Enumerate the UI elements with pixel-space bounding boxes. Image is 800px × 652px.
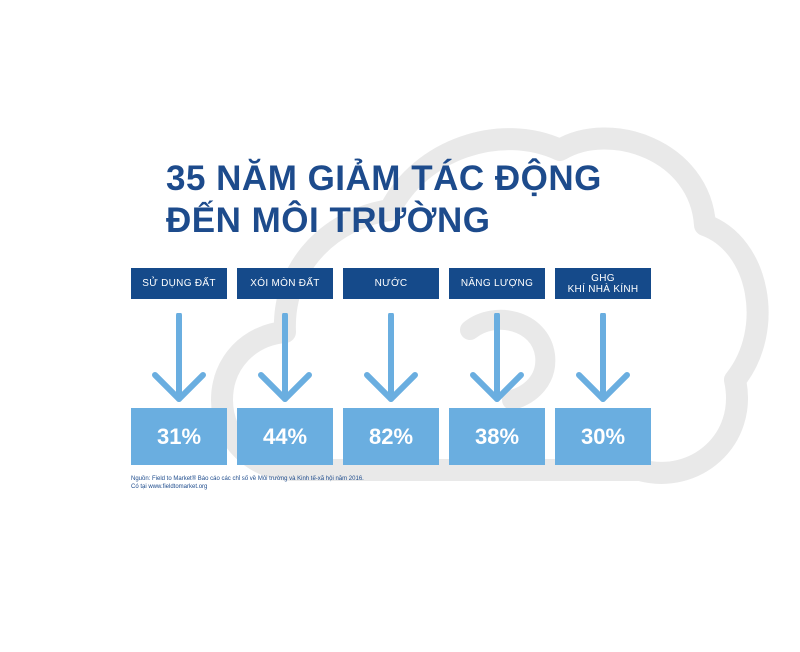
category-header-land-use: SỬ DỤNG ĐẤT: [131, 268, 227, 299]
category-header-soil-erosion: XÓI MÒN ĐẤT: [237, 268, 333, 299]
category-label: XÓI MÒN ĐẤT: [250, 278, 320, 289]
source-note: Nguồn: Field to Market® Báo cáo các chỉ …: [131, 475, 364, 491]
down-arrow-icon: [364, 313, 418, 402]
value-box-ghg: 30%: [555, 408, 651, 465]
down-arrow-icon: [152, 313, 206, 402]
category-header-water: NƯỚC: [343, 268, 439, 299]
source-line-2: Có tại www.fieldtomarket.org: [131, 484, 208, 490]
down-arrow-icon: [470, 313, 524, 402]
source-line-1: Nguồn: Field to Market® Báo cáo các chỉ …: [131, 476, 364, 482]
category-header-ghg: GHG KHÍ NHÀ KÍNH: [555, 268, 651, 299]
value-box-land-use: 31%: [131, 408, 227, 465]
category-header-energy: NĂNG LƯỢNG: [449, 268, 545, 299]
title-line-1: 35 NĂM GIẢM TÁC ĐỘNG: [166, 159, 602, 198]
page-title: 35 NĂM GIẢM TÁC ĐỘNG ĐẾN MÔI TRƯỜNG: [166, 158, 602, 242]
category-label: NƯỚC: [374, 278, 408, 289]
down-arrow-icon: [258, 313, 312, 402]
value-box-water: 82%: [343, 408, 439, 465]
value-box-soil-erosion: 44%: [237, 408, 333, 465]
category-label: KHÍ NHÀ KÍNH: [567, 283, 639, 295]
category-label: NĂNG LƯỢNG: [460, 278, 534, 289]
value-box-energy: 38%: [449, 408, 545, 465]
category-label: GHG: [591, 272, 615, 284]
title-line-2: ĐẾN MÔI TRƯỜNG: [166, 201, 491, 240]
category-label: SỬ DỤNG ĐẤT: [142, 278, 216, 289]
down-arrow-icon: [576, 313, 630, 402]
